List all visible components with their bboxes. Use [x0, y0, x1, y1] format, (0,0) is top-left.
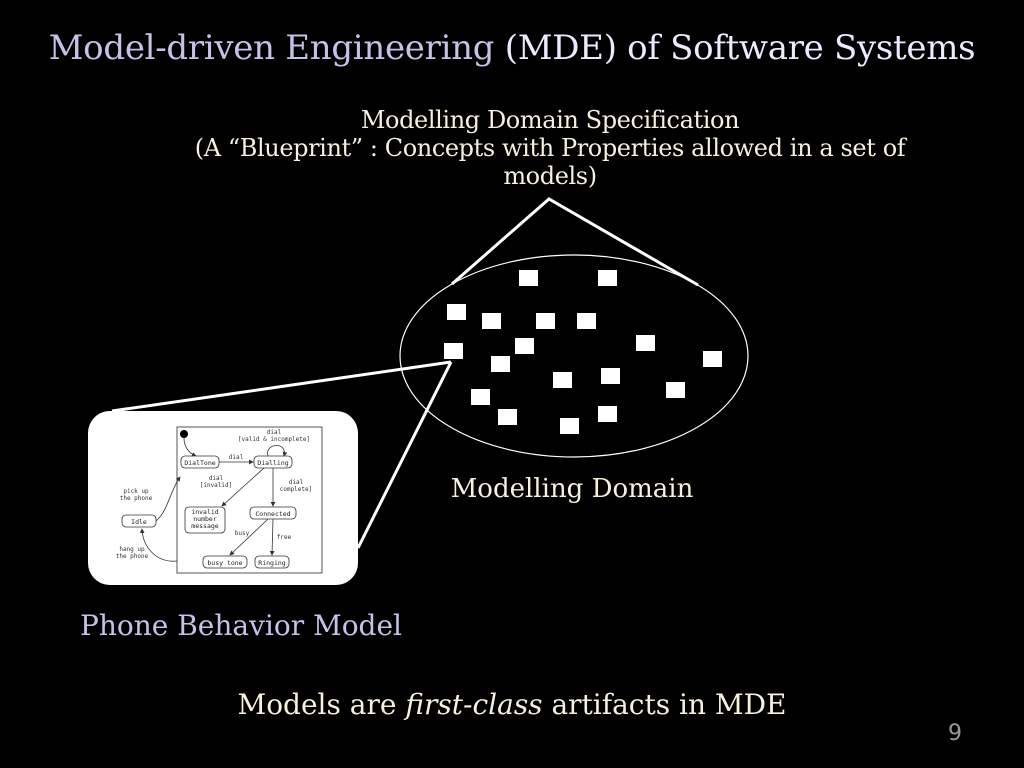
transition-arrow [139, 528, 178, 562]
page-number: 9 [948, 721, 962, 746]
state-invalid [184, 506, 226, 534]
connector-top [111, 360, 452, 413]
concept-square [447, 304, 466, 320]
state-label: DialTone [184, 459, 215, 467]
transition-label: dial [289, 479, 304, 486]
state-machine-diagram: DialTone Dialling Idle invalid number me… [116, 426, 323, 574]
spec-line-1: Modelling Domain Specification [360, 106, 740, 134]
title-part1: Model-driven Engineering [48, 28, 495, 68]
transition-arrow [221, 467, 265, 507]
state-busy-tone [202, 555, 248, 569]
concept-square [560, 418, 579, 434]
concept-square [598, 406, 617, 422]
transition-label: free [277, 534, 292, 541]
phone-behavior-model: DialTone Dialling Idle invalid number me… [88, 411, 358, 585]
concept-square [444, 343, 463, 359]
initial-node [180, 430, 188, 438]
transition-arrow [267, 445, 288, 457]
transition-label: the phone [116, 553, 149, 560]
footer-emphasis: first-class [405, 688, 543, 721]
transition-arrow [155, 476, 181, 522]
transition-label: dial [209, 475, 224, 482]
transition-label: pick up [123, 488, 149, 495]
connector-bottom [356, 361, 453, 549]
transition-label: hang up [119, 546, 145, 553]
concept-square [498, 409, 517, 425]
footer-statement: Models are first-class artifacts in MDE [0, 688, 1024, 721]
footer-pre: Models are [237, 688, 397, 721]
transition-label: complete] [280, 486, 313, 493]
title-part2: (MDE) of Software Systems [504, 28, 976, 68]
concept-square [471, 389, 490, 405]
concept-squares [444, 270, 722, 434]
state-frame [176, 426, 323, 574]
state-label: message [191, 522, 218, 530]
transition-arrow [269, 518, 275, 556]
transition-label: the phone [120, 495, 153, 502]
concept-square [703, 351, 722, 367]
phone-model-label: Phone Behavior Model [80, 609, 402, 642]
state-label: invalid [191, 508, 218, 516]
transition-label: [valid & incomplete] [238, 436, 310, 443]
footer-post: artifacts in MDE [551, 688, 787, 721]
concept-square [577, 313, 596, 329]
concept-square [666, 382, 685, 398]
state-label: busy tone [207, 559, 242, 567]
transition-label: [invalid] [200, 482, 233, 489]
concept-square [601, 368, 620, 384]
concept-square [519, 270, 538, 286]
concept-square [598, 270, 617, 286]
state-ringing [254, 555, 290, 569]
transition-label: busy [235, 530, 250, 537]
transition-label: dial [267, 429, 282, 436]
state-label: Idle [131, 518, 147, 526]
concept-square [491, 356, 510, 372]
spec-line-3: models) [503, 162, 597, 190]
state-label: Connected [255, 510, 290, 518]
concept-square [636, 335, 655, 351]
state-label: Dialling [257, 459, 288, 467]
concept-square [482, 313, 501, 329]
transition-label: dial [229, 454, 244, 461]
modelling-domain-label: Modelling Domain [450, 474, 694, 504]
slide-title: Model-driven Engineering (MDE) of Softwa… [0, 28, 1024, 68]
transition-arrow [229, 518, 269, 556]
blueprint-lines [451, 197, 699, 287]
concept-square [536, 313, 555, 329]
state-label: Ringing [258, 559, 285, 567]
concept-square [515, 338, 534, 354]
modelling-domain-ellipse [399, 254, 749, 458]
spec-line-2: (A “Blueprint” : Concepts with Propertie… [194, 134, 906, 162]
spec-caption: Modelling Domain Specification (A “Bluep… [150, 106, 950, 190]
state-label: number [193, 515, 217, 523]
concept-square [553, 372, 572, 388]
